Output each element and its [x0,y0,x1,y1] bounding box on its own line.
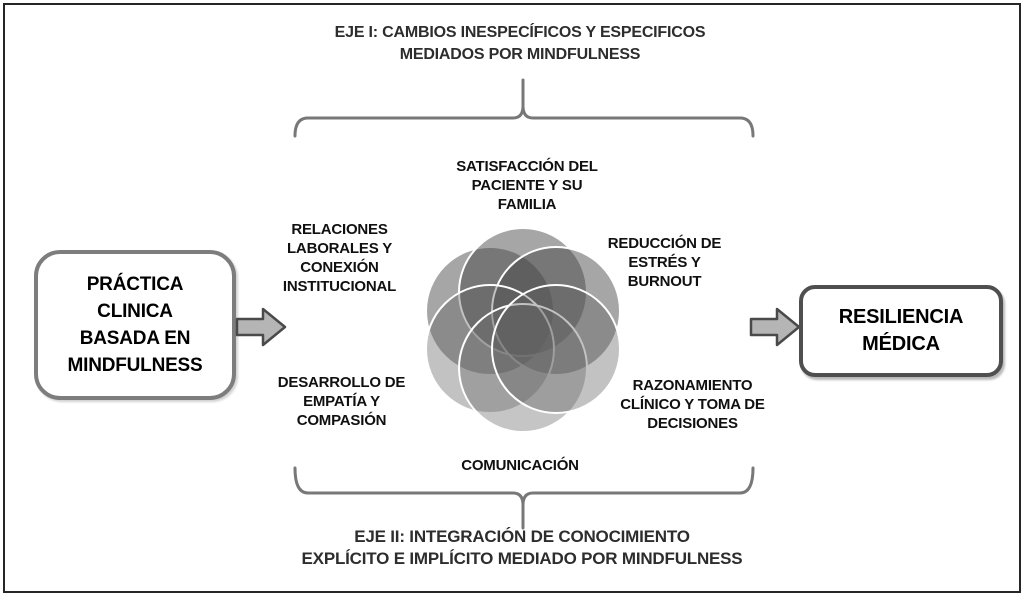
petal-circle-bottom [458,303,588,433]
label-work-relations: RELACIONES LABORALES Y CONEXIÓN INSTITUC… [282,221,397,295]
top-brace [293,78,755,138]
arrow-right-icon [749,307,801,347]
label-patient-satisfaction: SATISFACCIÓN DEL PACIENTE Y SU FAMILIA [456,158,598,213]
flower-venn-diagram [425,227,621,433]
output-node-medical-resilience: RESILIENCIA MÉDICA [799,285,1003,377]
arrow-right-icon [235,307,287,347]
label-empathy-compassion: DESARROLLO DE EMPATÍA Y COMPASIÓN [277,374,406,429]
label-clinical-reasoning: RAZONAMIENTO CLÍNICO Y TOMA DE DECISIONE… [620,377,765,432]
input-node-mindfulness-practice: PRÁCTICA CLINICA BASADA EN MINDFULNESS [34,250,236,400]
label-stress-reduction: REDUCCIÓN DE ESTRÉS Y BURNOUT [607,235,722,290]
axis2-title: EJE II: INTEGRACIÓN DE CONOCIMIENTO EXPL… [301,527,743,568]
axis1-title: EJE I: CAMBIOS INESPECÍFICOS Y ESPECIFIC… [334,24,706,63]
petal-circle-lower-left [425,284,555,414]
label-communication: COMUNICACIÓN [461,457,579,474]
petal-circle-lower-right [491,284,621,414]
bottom-brace [293,466,755,530]
